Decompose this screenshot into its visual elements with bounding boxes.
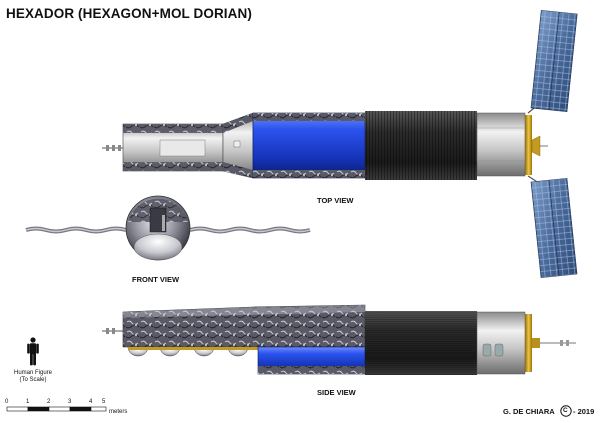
top-nose-probe [102, 145, 124, 151]
scale-unit-label: meters [109, 409, 128, 415]
credit-author: G. DE CHIARA [503, 407, 555, 416]
scale-bar [6, 406, 107, 412]
camera-domes [127, 346, 258, 357]
scale-tick-0: 0 [5, 399, 9, 405]
scale-tick-1: 1 [26, 399, 30, 405]
human-figure-caption: Human Figure (To Scale) [6, 370, 60, 384]
front-view-spacecraft [25, 195, 311, 261]
credit-year: - 2019 [573, 407, 595, 416]
side-nose-probe [102, 328, 124, 334]
human-figure-caption-line2: (To Scale) [19, 377, 47, 383]
scale-tick-2: 2 [47, 399, 51, 405]
human-figure-icon [27, 337, 39, 366]
copyright-letter: C [563, 407, 568, 414]
copyright-icon [560, 405, 572, 417]
scale-tick-5: 5 [102, 399, 106, 405]
side-view-label: SIDE VIEW [317, 388, 356, 397]
front-view-label: FRONT VIEW [132, 275, 180, 284]
solar-panel-lower [530, 177, 578, 279]
human-figure-caption-line1: Human Figure [13, 370, 52, 376]
scale-tick-4: 4 [89, 399, 93, 405]
page-title: HEXADOR (HEXAGON+MOL DORIAN) [6, 6, 252, 21]
top-blue-module [252, 112, 366, 179]
top-view-spacecraft [102, 94, 551, 191]
scale-tick-3: 3 [68, 399, 72, 405]
side-view-spacecraft [102, 304, 576, 375]
top-view-label: TOP VIEW [317, 196, 354, 205]
solar-panel-upper [530, 9, 578, 113]
